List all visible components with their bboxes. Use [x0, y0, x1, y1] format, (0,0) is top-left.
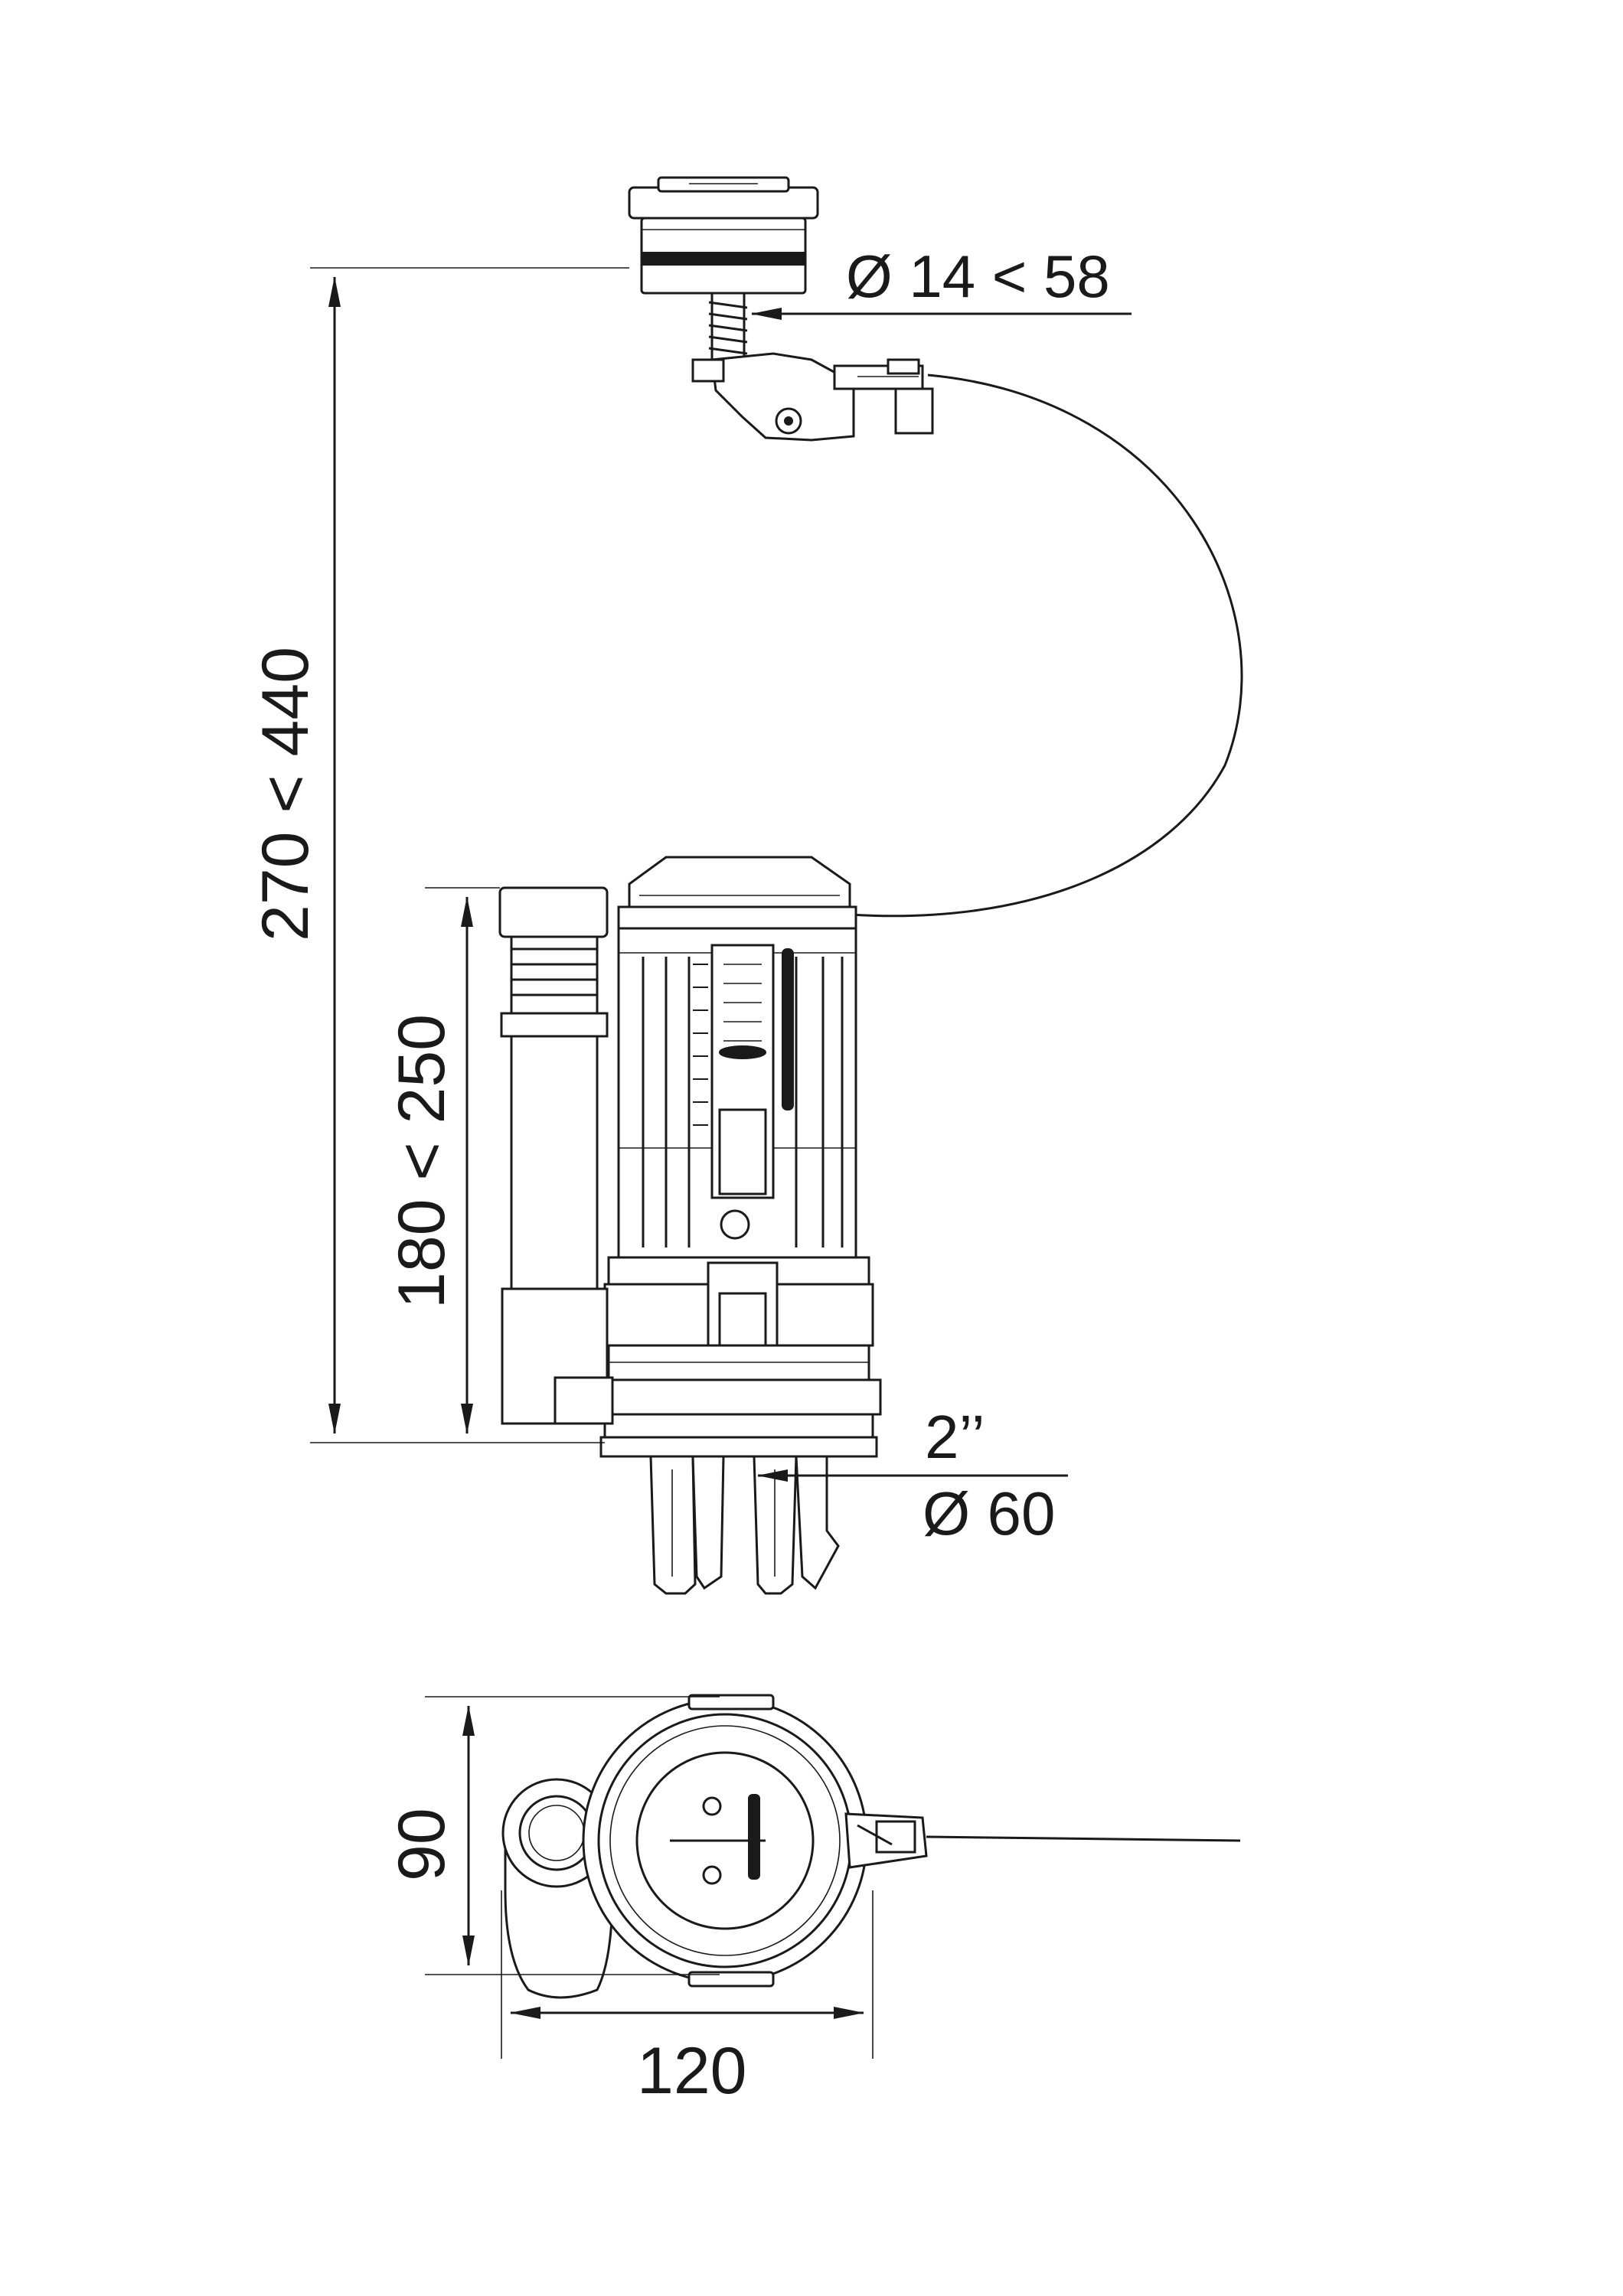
push-button — [628, 176, 819, 295]
cable-top — [926, 1835, 1241, 1842]
label-width: 120 — [637, 2034, 747, 2108]
label-outlet-size: 2’’ — [925, 1403, 985, 1471]
side-view — [310, 176, 1243, 1595]
label-outlet-diameter: Ø 60 — [923, 1479, 1055, 1548]
button-spring — [708, 292, 748, 364]
valve-body-top — [582, 1694, 868, 1988]
valve-base — [596, 1256, 882, 1458]
outlet-claws — [649, 1455, 840, 1595]
label-button-diameter: Ø 14 < 58 — [846, 243, 1110, 310]
top-view — [425, 1694, 1241, 2059]
bowden-cable — [849, 373, 1243, 918]
cable-clip-top — [844, 1812, 928, 1869]
label-total-height: 270 < 440 — [249, 647, 322, 941]
valve-body — [617, 927, 857, 1259]
overflow-tube — [498, 886, 614, 1425]
label-valve-height: 180 < 250 — [385, 1014, 459, 1309]
valve-cap — [617, 856, 857, 930]
cable-lever — [691, 352, 934, 442]
label-depth: 90 — [385, 1808, 459, 1881]
